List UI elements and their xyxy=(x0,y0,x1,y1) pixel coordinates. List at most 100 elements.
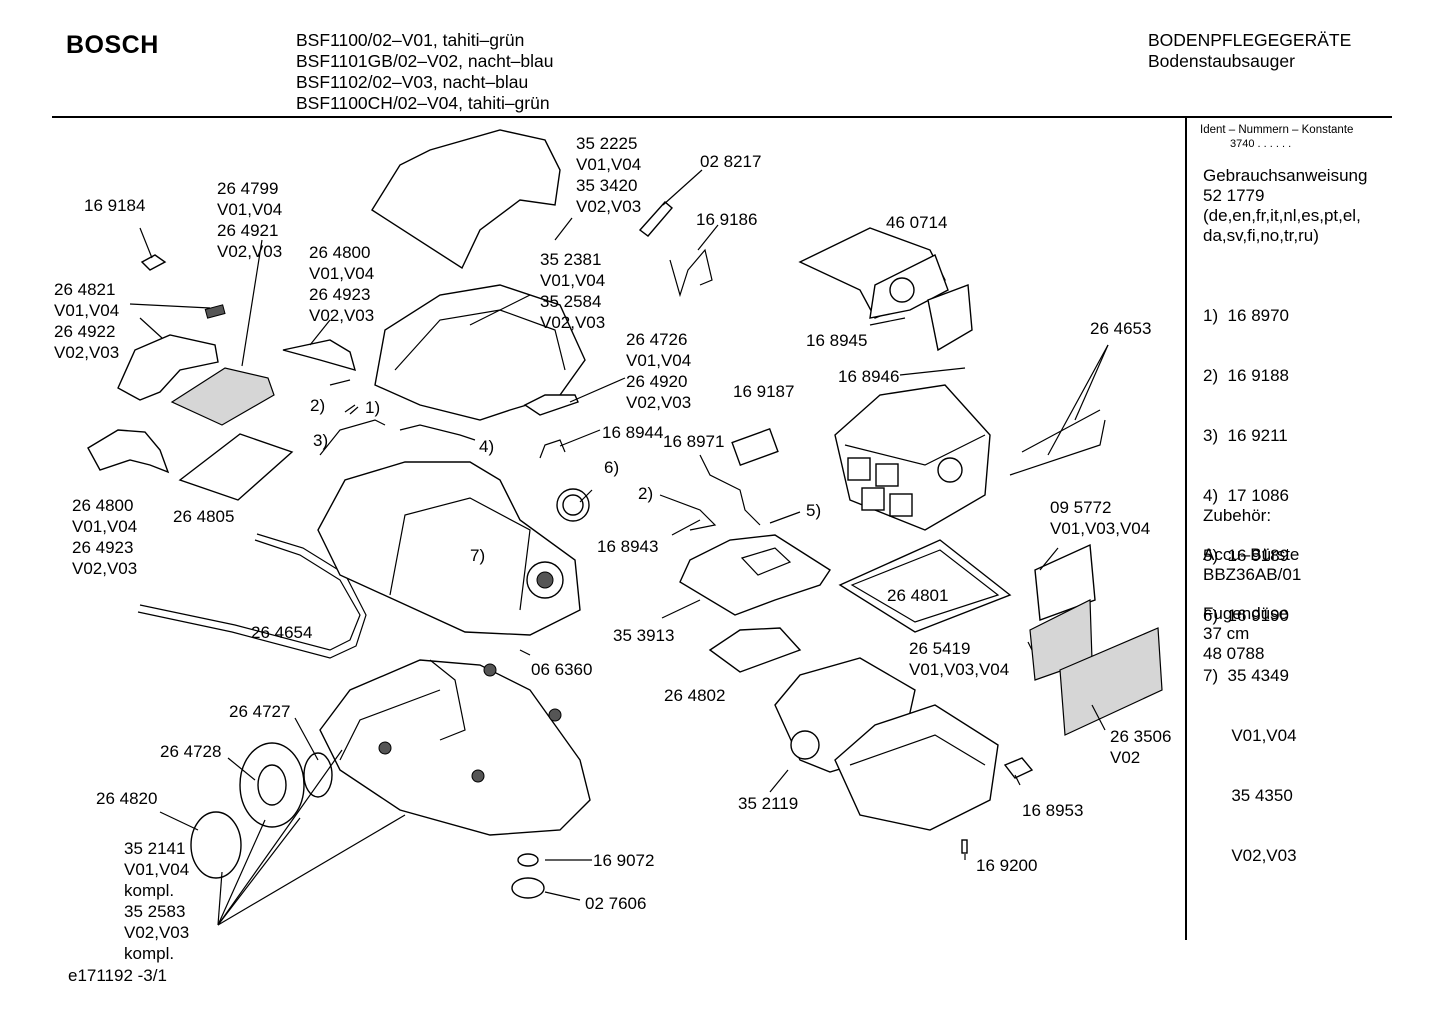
bag-holder xyxy=(927,284,973,352)
footnote-2: 2) 16 9188 xyxy=(1203,366,1290,385)
footnote-3: 3) 16 9211 xyxy=(1203,426,1288,445)
category-subtitle: Bodenstaubsauger xyxy=(1148,51,1295,71)
part-label: 16 8971 xyxy=(663,432,725,451)
ref-marker: 4) xyxy=(479,437,495,456)
footnote-7-alt: 35 4350 xyxy=(1203,786,1293,805)
accessory-1-name: Accu–Bürste xyxy=(1203,545,1300,564)
footnote-1: 1) 16 8970 xyxy=(1203,306,1290,325)
ident-code: 3740 . . . . . . xyxy=(1230,138,1292,150)
part-label: 16 9200 xyxy=(976,856,1038,875)
filter-bracket xyxy=(669,248,713,298)
part-label: 35 2225 V01,V04 35 3420 V02,V03 xyxy=(576,134,642,216)
footnote-5: 5) 16 9189 xyxy=(1203,546,1290,565)
footnote-7-variant: V01,V04 xyxy=(1203,726,1297,745)
wire-spring xyxy=(699,454,761,526)
footnote-7: 7) 35 4349 xyxy=(1203,666,1290,685)
part-label: 16 9187 xyxy=(733,382,795,401)
small-button xyxy=(140,254,167,271)
part-label: 26 4820 xyxy=(96,789,158,808)
bracket xyxy=(539,439,566,459)
chassis-frame xyxy=(679,534,831,616)
seal-frame xyxy=(838,539,1012,633)
part-label: 16 8953 xyxy=(1022,801,1084,820)
part-label: 26 3506 V02 xyxy=(1110,727,1172,767)
pin xyxy=(344,404,359,415)
part-label: 26 5419 V01,V03,V04 xyxy=(909,639,1010,679)
accessory-2: Fugendüse 37 cm 48 0788 xyxy=(1203,604,1288,664)
part-label: 02 7606 xyxy=(585,894,647,913)
cable-tie xyxy=(319,419,386,456)
ref-marker: 3) xyxy=(313,431,329,450)
filter-pad xyxy=(178,433,294,501)
part-label: 16 8944 xyxy=(602,423,664,442)
wheel-hub xyxy=(303,752,333,798)
part-label: 35 3913 xyxy=(613,626,675,645)
model-line-1: BSF1100/02–V01, tahiti–grün xyxy=(296,30,525,50)
grille xyxy=(170,367,275,426)
product-category: BODENPFLEGEGERÄTE Bodenstaubsauger xyxy=(1148,30,1351,72)
part-label: 26 4800 V01,V04 26 4923 V02,V03 xyxy=(72,496,138,578)
accessory-1: Accu–Bürste BBZ36AB/01 xyxy=(1203,545,1301,585)
ref-marker: 6) xyxy=(604,458,620,477)
release-button xyxy=(523,394,579,416)
part-label: 16 9072 xyxy=(593,851,655,870)
manual-number: 52 1779 xyxy=(1203,186,1265,205)
castor-wheel xyxy=(511,877,545,899)
part-label: 16 9184 xyxy=(84,196,146,215)
drawing-id: e171192 -3/1 xyxy=(68,966,167,985)
middle-housing xyxy=(317,461,581,636)
part-label: 26 4727 xyxy=(229,702,291,721)
part-label: 06 6360 xyxy=(531,660,593,679)
clip xyxy=(204,304,226,319)
part-label: 26 4802 xyxy=(664,686,726,705)
part-label: 35 2119 xyxy=(738,794,799,813)
manual-title: Gebrauchsanweisung xyxy=(1203,166,1368,185)
small-peg xyxy=(961,839,968,854)
model-line-4: BSF1100CH/02–V04, tahiti–grün xyxy=(296,93,550,113)
small-plate xyxy=(731,427,779,467)
ref-marker: 5) xyxy=(806,501,822,520)
part-label: 26 4726 V01,V04 26 4920 V02,V03 xyxy=(626,330,692,412)
handle-cover xyxy=(117,334,219,401)
hepa-filter xyxy=(1059,627,1163,736)
exploded-parts-drawing xyxy=(87,129,1163,926)
part-label: 02 8217 xyxy=(700,152,762,171)
wire xyxy=(399,424,476,441)
model-line-3: BSF1102/02–V03, nacht–blau xyxy=(296,72,529,92)
part-label: 26 4805 xyxy=(173,507,235,526)
ref-marker: 2) xyxy=(310,396,326,415)
filter-holder-pin xyxy=(638,201,673,237)
footnote-7-alt-variant: V02,V03 xyxy=(1203,846,1297,865)
accessory-2-name: Fugendüse xyxy=(1203,604,1289,623)
model-line-2: BSF1101GB/02–V02, nacht–blau xyxy=(296,51,554,71)
part-label: 35 2141 V01,V04 kompl. 35 2583 V02,V03 k… xyxy=(124,839,190,963)
accessory-2-code: 48 0788 xyxy=(1203,644,1265,663)
ref-marker: 1) xyxy=(365,398,381,417)
manual-block: Gebrauchsanweisung 52 1779 (de,en,fr,it,… xyxy=(1203,166,1367,246)
part-label: 26 4800 V01,V04 26 4923 V02,V03 xyxy=(309,243,375,325)
brand-logo: BOSCH xyxy=(66,31,159,59)
half-disc xyxy=(708,627,802,673)
manual-languages-2: da,sv,fi,no,tr,ru) xyxy=(1203,226,1319,245)
part-label: 26 4799 V01,V04 26 4921 V02,V03 xyxy=(217,179,283,261)
base-housing xyxy=(319,659,591,836)
connector xyxy=(1003,757,1034,779)
latch-cover xyxy=(282,339,357,372)
part-label: 16 8946 xyxy=(838,367,900,386)
bottom-tray xyxy=(834,704,999,831)
part-label: 09 5772 V01,V03,V04 xyxy=(1050,498,1151,538)
footnote-6: 6) 16 9190 xyxy=(1203,606,1290,625)
bumper-strip xyxy=(139,539,361,651)
model-list: BSF1100/02–V01, tahiti–grün BSF1101GB/02… xyxy=(296,30,554,114)
lid-cover xyxy=(371,129,561,270)
category-title: BODENPFLEGEGERÄTE xyxy=(1148,30,1352,50)
wheel-cap xyxy=(190,811,242,879)
part-label: 26 4728 xyxy=(160,742,222,761)
upper-housing xyxy=(374,284,586,421)
part-label: 46 0714 xyxy=(886,213,948,232)
ref-marker: 2) xyxy=(638,484,654,503)
castor-top xyxy=(517,853,539,867)
filter-sheet xyxy=(1034,543,1096,621)
leader-lines xyxy=(129,169,1109,926)
cover-flap xyxy=(87,429,170,474)
